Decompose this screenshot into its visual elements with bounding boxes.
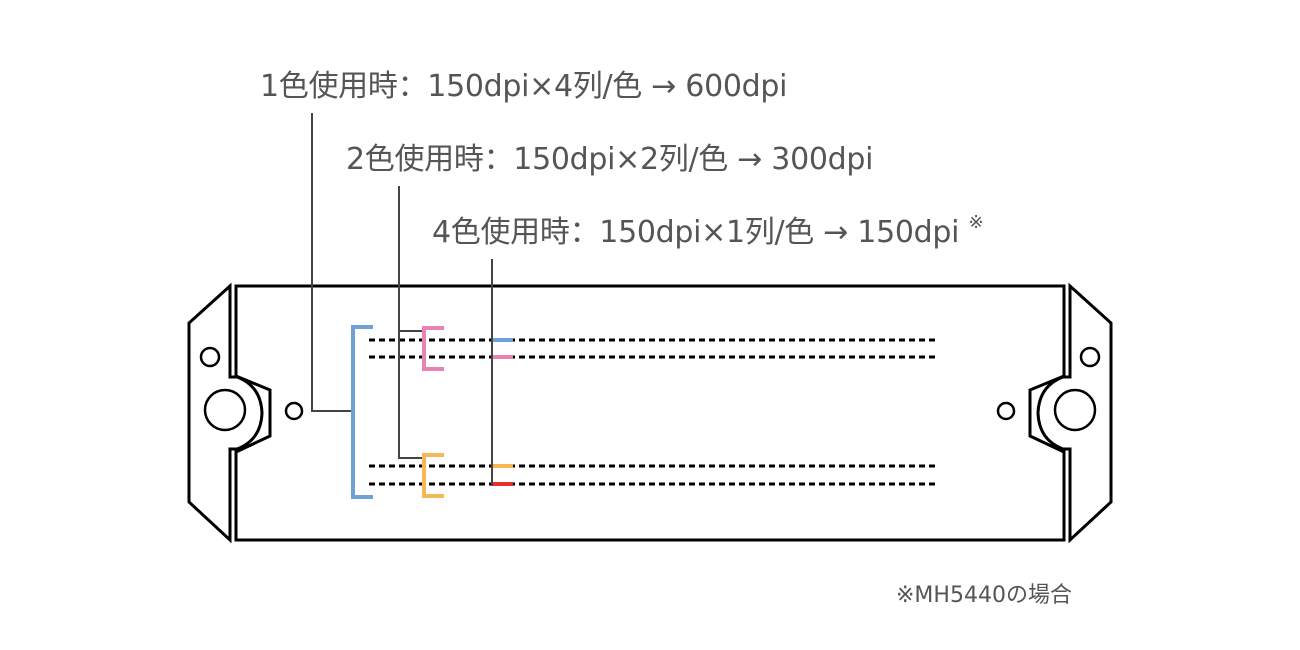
leader-2-color-top [398, 186, 424, 332]
left-inner-hole [284, 401, 304, 421]
left-mount-hole [203, 388, 247, 432]
right-mount-hole [1053, 388, 1097, 432]
left-small-hole [199, 346, 221, 368]
right-end-cap [1036, 282, 1113, 544]
leader-2-color-bottom [398, 331, 424, 459]
nozzle-rows [369, 338, 938, 486]
note-mark: ※ [968, 212, 984, 233]
label-4-color-text: 4色使用時：150dpi×1列/色 → 150dpi [432, 215, 960, 250]
label-1-color-text: 1色使用時：150dpi×4列/色 → 600dpi [260, 69, 788, 104]
left-notch [235, 374, 272, 454]
footnote: ※MH5440の場合 [896, 583, 1072, 608]
label-4-color: 4色使用時：150dpi×1列/色 → 150dpi ※ [432, 214, 984, 250]
right-small-hole [1079, 346, 1101, 368]
label-1-color: 1色使用時：150dpi×4列/色 → 600dpi [260, 69, 788, 104]
printhead-body [234, 284, 1066, 542]
right-notch [1028, 374, 1065, 454]
bracket-1-color [351, 325, 373, 499]
left-end-cap [187, 282, 264, 544]
label-2-color: 2色使用時：150dpi×2列/色 → 300dpi [346, 142, 874, 177]
right-inner-hole [996, 401, 1016, 421]
leader-1-color [311, 113, 352, 412]
label-2-color-text: 2色使用時：150dpi×2列/色 → 300dpi [346, 142, 874, 177]
bracket-2-color-pink [422, 326, 444, 371]
leader-lines [311, 113, 493, 486]
bracket-2-color-orange [422, 453, 444, 498]
